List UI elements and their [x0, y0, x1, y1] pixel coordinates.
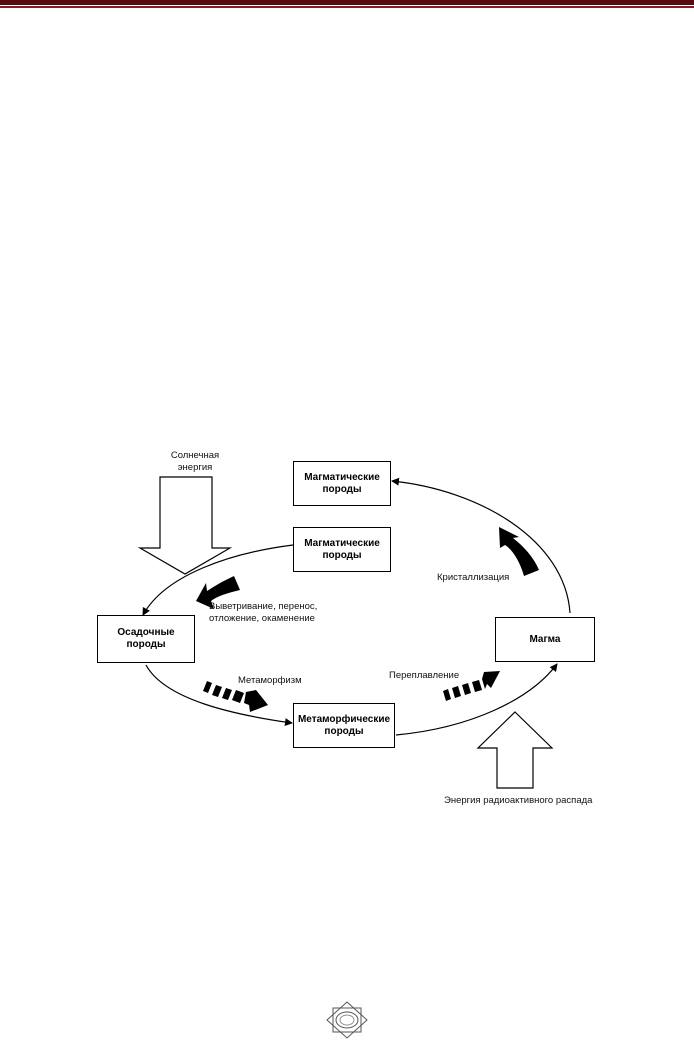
igneous-rocks-box-top: Магматические породы [293, 461, 391, 506]
cycle-curve-metamorphic-to-magma [395, 663, 558, 736]
sedimentary-rocks-box: Осадочные породы [97, 615, 195, 663]
footer-ornament-icon [326, 1001, 368, 1039]
cycle-curve-magma-to-igneous [391, 477, 571, 614]
radioactive-energy-arrow [476, 711, 554, 789]
header-band-dark [0, 0, 694, 5]
crystallization-label: Кристаллизация [437, 572, 510, 583]
solar-energy-arrow [137, 476, 233, 575]
header-decoration-bar [0, 0, 694, 10]
remelting-label: Переплавление [389, 670, 460, 681]
remelting-dashed-arrow [443, 671, 500, 701]
metamorphic-rocks-box: Метаморфические породы [293, 703, 395, 748]
radioactive-energy-label: Энергия радиоактивного распада [444, 795, 593, 806]
cycle-curve-igneous-to-sedimentary [142, 544, 294, 616]
weathering-arrow [196, 576, 240, 609]
igneous-rocks-box-middle: Магматические породы [293, 527, 391, 572]
magma-box: Магма [495, 617, 595, 662]
cycle-curve-sedimentary-to-metamorphic [145, 664, 293, 726]
metamorphism-label: Метаморфизм [238, 675, 302, 686]
header-band-accent [0, 6, 694, 8]
weathering-label: Выветривание, перенос, отложение, окамен… [209, 601, 318, 624]
metamorphism-dashed-arrow [203, 681, 268, 712]
solar-energy-label: Солнечная энергия [170, 450, 220, 473]
crystallization-arrow [499, 527, 539, 576]
